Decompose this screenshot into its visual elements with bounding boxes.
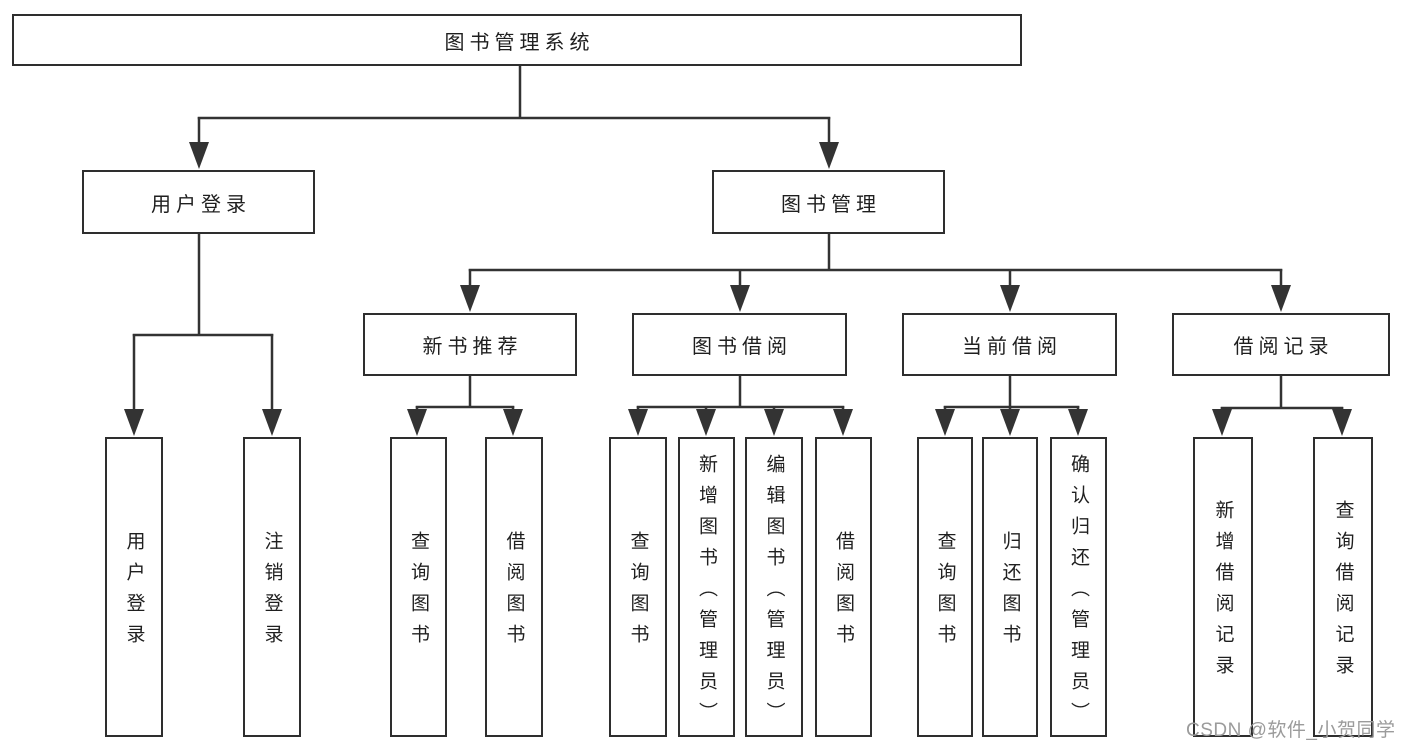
node-borrowing-records: 借阅记录: [1172, 313, 1390, 376]
node-query-borrow-record: 查询借阅记录: [1313, 437, 1373, 737]
node-label: 图书借阅: [692, 336, 792, 358]
node-label: 当前借阅: [962, 336, 1062, 358]
node-book-borrowing: 图书借阅: [632, 313, 847, 376]
node-query-books-borrow: 查询图书: [609, 437, 667, 737]
node-user-login-leaf: 用户登录: [105, 437, 163, 737]
node-label: 查询图书: [627, 531, 649, 655]
node-new-book-recommendation: 新书推荐: [363, 313, 577, 376]
node-query-books-recommend: 查询图书: [390, 437, 447, 737]
node-logout-leaf: 注销登录: [243, 437, 301, 737]
node-library-system: 图书管理系统: [12, 14, 1022, 66]
node-current-borrowing: 当前借阅: [902, 313, 1117, 376]
node-borrow-books-recommend: 借阅图书: [485, 437, 543, 737]
node-add-borrow-record: 新增借阅记录: [1193, 437, 1253, 737]
node-label: 注销登录: [261, 531, 283, 655]
node-label: 查询图书: [408, 531, 429, 655]
node-label: 图书管理系统: [444, 31, 595, 54]
node-confirm-return-admin: 确认归还（管理员）: [1050, 437, 1107, 737]
node-label: 归还图书: [999, 531, 1021, 655]
node-label: 借阅图书: [833, 531, 854, 655]
node-label: 查询借阅记录: [1332, 500, 1354, 686]
node-return-books: 归还图书: [982, 437, 1038, 737]
node-label: 用户登录: [123, 531, 145, 655]
node-label: 借阅图书: [503, 531, 525, 655]
node-label: 用户登录: [151, 193, 251, 216]
node-edit-books-admin: 编辑图书（管理员）: [745, 437, 803, 737]
node-label: 查询图书: [934, 531, 956, 655]
node-label: 新书推荐: [422, 336, 523, 358]
node-label: 借阅记录: [1233, 336, 1334, 358]
node-label: 图书管理: [781, 193, 881, 216]
node-label: 新增借阅记录: [1212, 500, 1234, 686]
node-label: 编辑图书（管理员）: [763, 453, 785, 733]
node-borrow-books-leaf: 借阅图书: [815, 437, 872, 737]
node-label: 新增图书（管理员）: [696, 453, 717, 733]
node-user-login: 用户登录: [82, 170, 315, 234]
node-add-books-admin: 新增图书（管理员）: [678, 437, 735, 737]
node-query-books-current: 查询图书: [917, 437, 973, 737]
node-book-management: 图书管理: [712, 170, 945, 234]
node-label: 确认归还（管理员）: [1068, 453, 1089, 733]
watermark-text: CSDN @软件_小贺同学: [1186, 720, 1396, 741]
